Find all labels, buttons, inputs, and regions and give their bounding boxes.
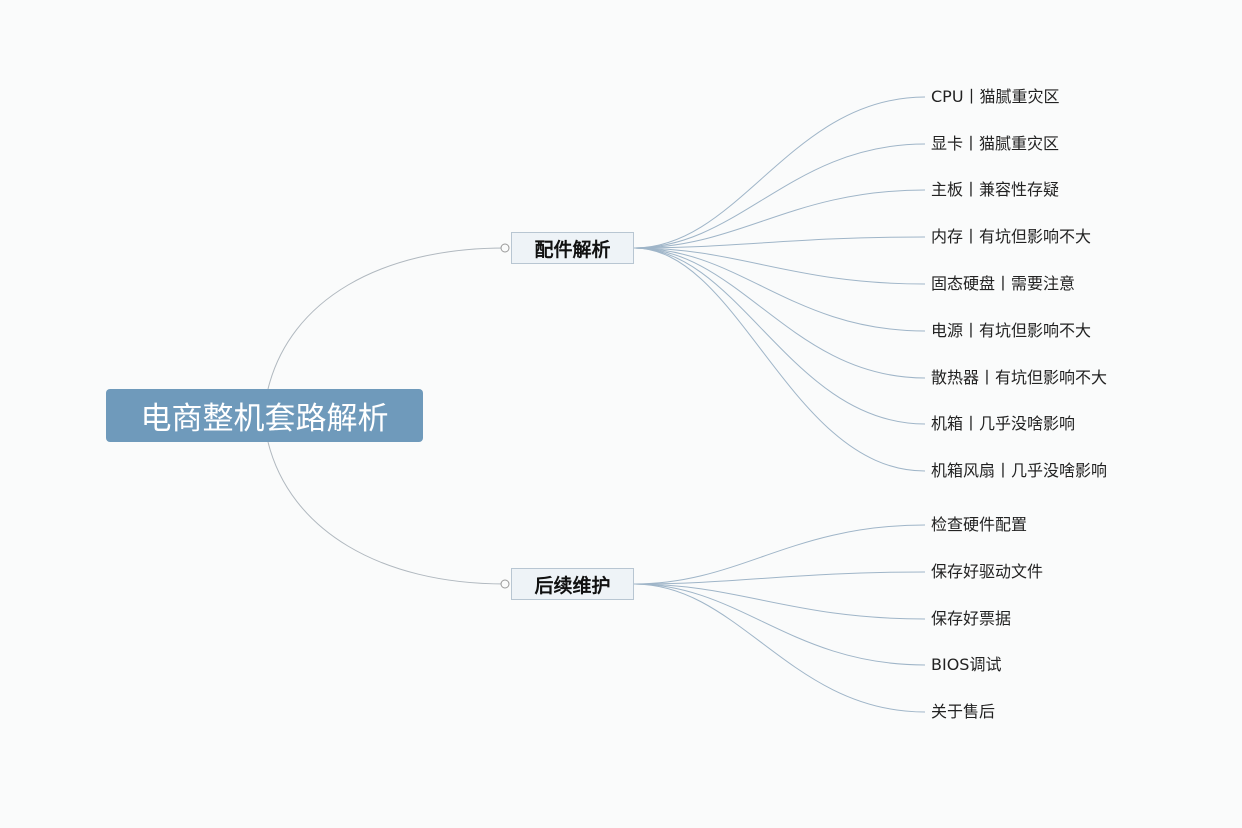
leaf-topic[interactable]: 保存好驱动文件 [931,562,1044,581]
branch-link [633,247,926,425]
branch-topic-parts[interactable]: 配件解析 [511,232,634,264]
branch-link [633,247,926,285]
branch-link [633,583,926,620]
leaf-topic[interactable]: 内存丨有坑但影响不大 [931,227,1092,246]
root-link-parts [267,247,506,390]
branch-link [633,583,926,666]
branch-link [633,236,926,249]
branch-link [633,189,926,249]
leaf-topic[interactable]: CPU丨猫腻重灾区 [931,87,1060,106]
leaf-topic[interactable]: 电源丨有坑但影响不大 [931,321,1092,340]
root-link-maintenance [267,441,506,585]
leaf-topic[interactable]: 固态硬盘丨需要注意 [931,274,1076,293]
leaf-topic[interactable]: 散热器丨有坑但影响不大 [931,368,1108,387]
collapse-toggle-icon[interactable] [500,243,510,253]
leaf-topic[interactable]: BIOS调试 [931,655,1002,674]
leaf-topic[interactable]: 关于售后 [931,702,996,721]
leaf-topic[interactable]: 显卡丨猫腻重灾区 [931,134,1060,153]
branch-link [633,583,926,713]
leaf-topic[interactable]: 机箱丨几乎没啥影响 [931,414,1076,433]
branch-link [633,247,926,472]
branch-link [633,247,926,332]
leaf-topic[interactable]: 检查硬件配置 [931,515,1028,534]
branch-link [633,247,926,379]
branch-link [633,524,926,585]
collapse-toggle-icon[interactable] [500,579,510,589]
branch-topic-maintenance[interactable]: 后续维护 [511,568,634,600]
root-topic[interactable]: 电商整机套路解析 [106,389,423,442]
branch-link [633,571,926,585]
branch-link [633,96,926,249]
leaf-topic[interactable]: 主板丨兼容性存疑 [931,180,1060,199]
branch-link [633,143,926,249]
leaf-topic[interactable]: 保存好票据 [931,609,1012,628]
leaf-topic[interactable]: 机箱风扇丨几乎没啥影响 [931,461,1108,480]
